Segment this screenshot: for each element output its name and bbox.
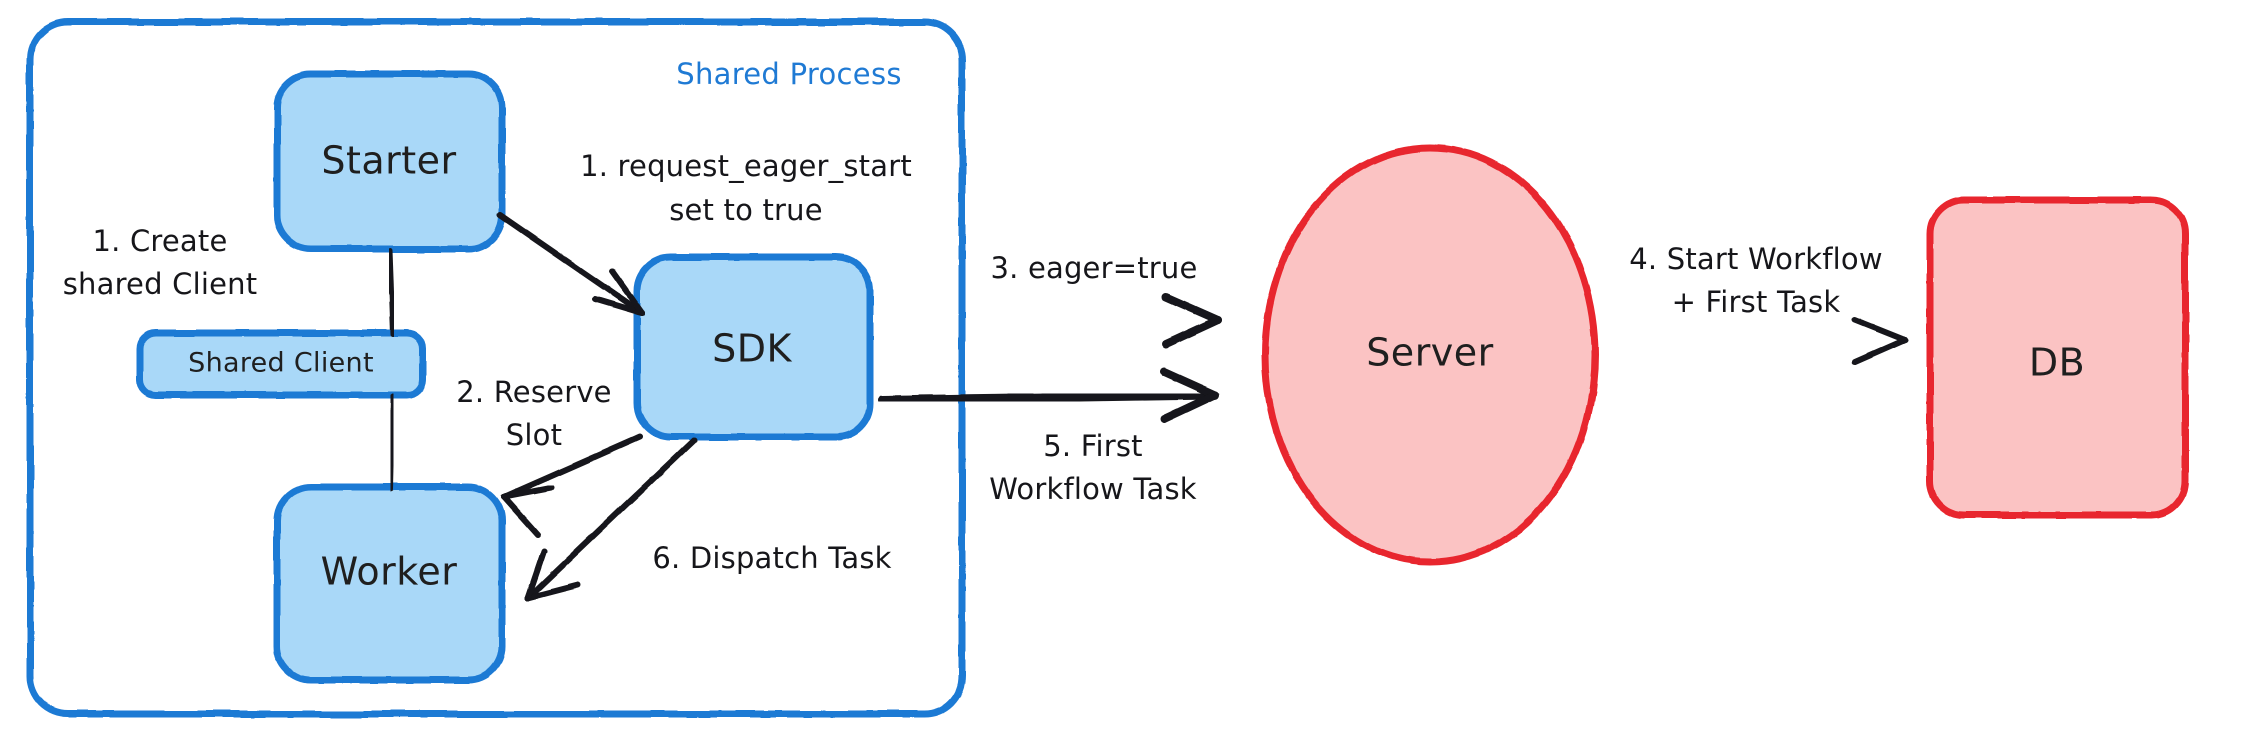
edge-label-start-workflow-line2: + First Task	[1672, 285, 1841, 319]
edge-arrowhead-starter-sdk-a	[592, 296, 645, 316]
edge-eager-true: 3. eager=true	[877, 251, 1223, 348]
edge-arrowhead-starter-sdk-b	[609, 268, 645, 316]
edge-arrowhead-eager-a	[1162, 293, 1222, 324]
starter-label: Starter	[321, 139, 456, 183]
edge-label-reserve-line2: Slot	[506, 418, 562, 452]
edge-arrowhead-reserve-b	[501, 494, 541, 538]
edge-label-create-line1: 1. Create	[92, 224, 227, 258]
edge-create-shared-client: 1. Create shared Client	[63, 224, 396, 492]
db-box[interactable]	[1926, 196, 2189, 519]
edge-label-create-line2: shared Client	[63, 267, 258, 301]
edge-line-sdk-worker-dispatch	[525, 437, 697, 601]
node-sdk[interactable]: SDK	[633, 253, 874, 441]
node-worker[interactable]: Worker	[273, 483, 506, 684]
edge-line-starter-sdk	[497, 212, 645, 316]
edge-label-reserve-line1: 2. Reserve	[456, 375, 611, 409]
edge-line-starter-sharedclient	[387, 247, 396, 337]
worker-label: Worker	[321, 550, 458, 594]
shared-process-title: Shared Process	[676, 57, 902, 91]
edge-line-sdk-worker-reserve	[501, 434, 643, 500]
edge-arrowhead-startwf-b	[1852, 337, 1908, 365]
shared-client-label: Shared Client	[188, 348, 374, 379]
edge-label-eager-start-line1: 1. request_eager_start	[580, 149, 912, 183]
edge-label-dispatch-task: 6. Dispatch Task	[652, 541, 891, 575]
node-db[interactable]: DB	[1926, 196, 2189, 519]
edge-start-workflow: 4. Start Workflow + First Task	[1605, 242, 1908, 365]
edge-label-eager-start-line2: set to true	[669, 193, 823, 227]
edge-arrowhead-dispatch-a	[525, 582, 581, 601]
edge-arrowhead-dispatch-b	[525, 548, 547, 601]
edge-dispatch-task: 6. Dispatch Task	[525, 437, 891, 601]
node-server[interactable]: Server	[1261, 144, 1599, 566]
edge-line-sdk-server-first	[877, 390, 1220, 405]
edge-line-sharedclient-worker	[388, 393, 396, 492]
edge-arrowhead-first-a	[1160, 368, 1219, 399]
edge-arrowhead-first-b	[1160, 391, 1219, 423]
edge-reserve-slot: 2. Reserve Slot	[456, 375, 643, 538]
edge-label-eager-true: 3. eager=true	[990, 251, 1197, 285]
edge-label-first-workflow-line1: 5. First	[1043, 429, 1143, 463]
shared-process-group: Shared Process	[26, 18, 966, 718]
edge-arrowhead-eager-b	[1162, 316, 1222, 348]
shared-process-container	[26, 18, 966, 718]
server-ellipse[interactable]	[1261, 144, 1599, 566]
sdk-label: SDK	[712, 327, 792, 371]
edge-first-workflow-task: 5. First Workflow Task	[877, 368, 1220, 506]
edge-arrowhead-startwf-a	[1852, 317, 1908, 343]
edge-arrowhead-reserve-a	[501, 485, 554, 500]
edge-label-start-workflow-line1: 4. Start Workflow	[1629, 242, 1883, 276]
node-starter[interactable]: Starter	[273, 70, 506, 253]
edge-label-first-workflow-line2: Workflow Task	[989, 472, 1197, 506]
node-shared-client[interactable]: Shared Client	[136, 329, 427, 399]
edge-request-eager-start: 1. request_eager_start set to true	[497, 149, 912, 316]
sdk-box[interactable]	[633, 253, 874, 441]
db-label: DB	[2029, 341, 2085, 385]
server-label: Server	[1366, 331, 1494, 375]
shared-client-box[interactable]	[136, 329, 427, 399]
